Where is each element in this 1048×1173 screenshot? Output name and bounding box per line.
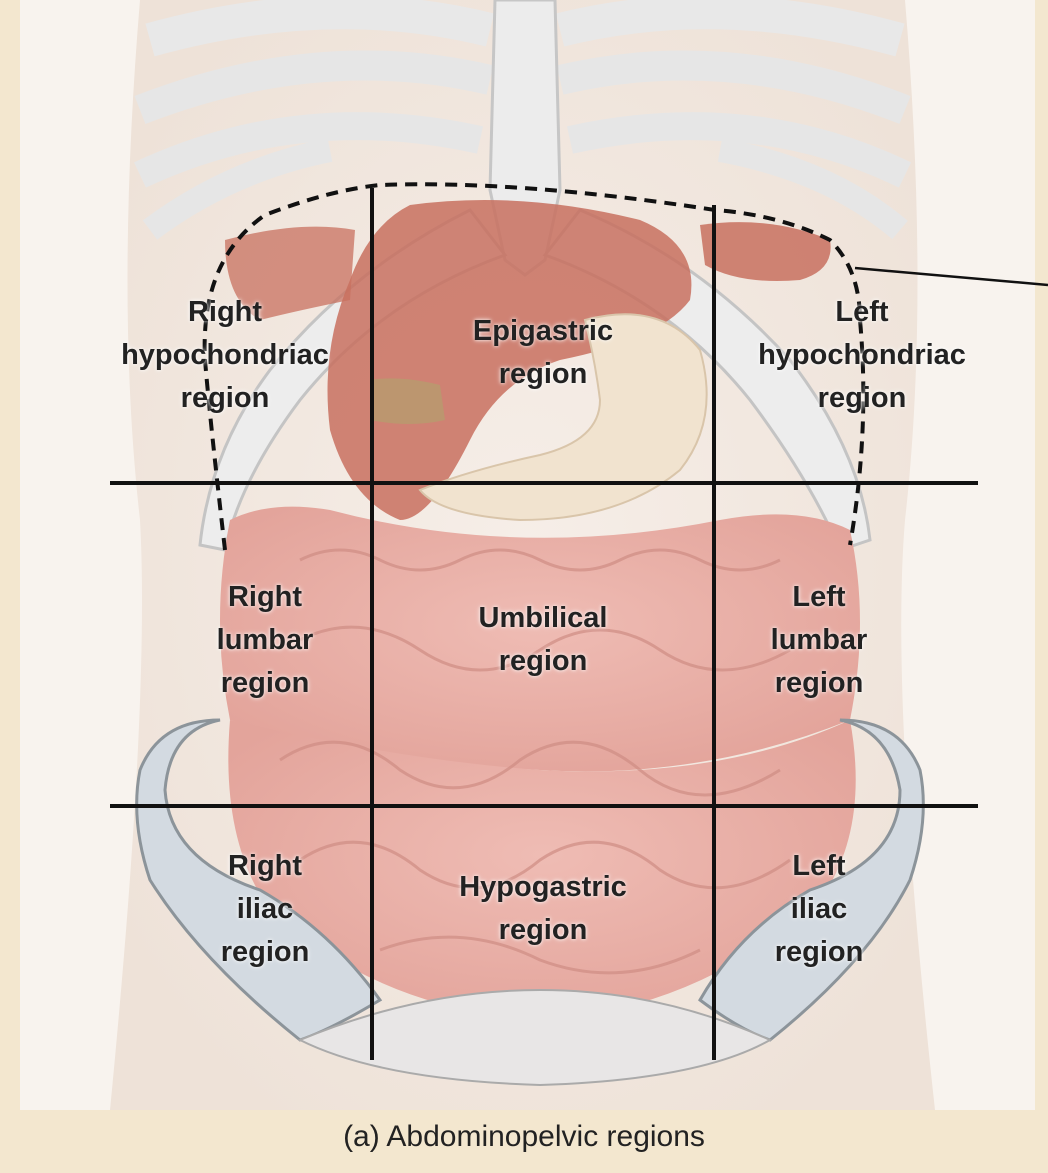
epigastric-region-label: Epigastric region (473, 310, 613, 396)
right-lumbar-region-label: Right lumbar region (217, 576, 314, 705)
label-line: Right (217, 576, 314, 619)
label-line: region (473, 353, 613, 396)
label-line: region (121, 377, 329, 420)
label-line: region (479, 640, 608, 683)
label-line: Left (758, 291, 966, 334)
left-iliac-region-label: Left iliac region (775, 845, 864, 974)
label-line: Right (121, 291, 329, 334)
label-line: Left (771, 576, 868, 619)
label-line: iliac (775, 888, 864, 931)
label-line: region (221, 931, 310, 974)
label-line: region (775, 931, 864, 974)
label-line: iliac (221, 888, 310, 931)
label-line: hypochondriac (121, 334, 329, 377)
label-line: region (217, 662, 314, 705)
label-line: lumbar (771, 619, 868, 662)
label-line: Umbilical (479, 597, 608, 640)
hypogastric-region-label: Hypogastric region (459, 866, 627, 952)
label-line: region (459, 909, 627, 952)
label-line: region (771, 662, 868, 705)
gallbladder (370, 378, 445, 424)
right-iliac-region-label: Right iliac region (221, 845, 310, 974)
right-hypochondriac-region-label: Right hypochondriac region (121, 291, 329, 420)
label-line: hypochondriac (758, 334, 966, 377)
left-lumbar-region-label: Left lumbar region (771, 576, 868, 705)
label-line: Hypogastric (459, 866, 627, 909)
label-line: Right (221, 845, 310, 888)
label-line: Left (775, 845, 864, 888)
figure-caption: (a) Abdominopelvic regions (0, 1120, 1048, 1154)
left-hypochondriac-region-label: Left hypochondriac region (758, 291, 966, 420)
umbilical-region-label: Umbilical region (479, 597, 608, 683)
label-line: Epigastric (473, 310, 613, 353)
label-line: lumbar (217, 619, 314, 662)
label-line: region (758, 377, 966, 420)
